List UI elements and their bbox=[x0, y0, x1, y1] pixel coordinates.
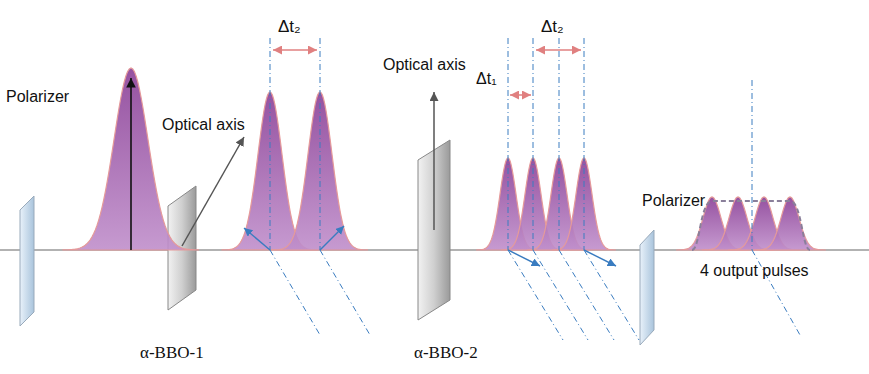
delay-label: Δt₂ bbox=[541, 18, 564, 37]
pulse bbox=[754, 197, 826, 250]
crystal-label: α-BBO-1 bbox=[140, 344, 204, 363]
guide-line bbox=[584, 38, 585, 250]
axis-label: Optical axis bbox=[383, 56, 466, 74]
guide-line bbox=[752, 80, 753, 250]
guide-line bbox=[270, 38, 271, 250]
guide-line bbox=[533, 38, 534, 250]
guide-line bbox=[584, 250, 639, 340]
guide-line bbox=[533, 250, 588, 340]
delay-label: Δt₂ bbox=[278, 18, 301, 37]
guide-line bbox=[270, 250, 320, 335]
guide-line bbox=[320, 38, 321, 250]
guide-line bbox=[508, 250, 563, 340]
component-label: Polarizer bbox=[6, 88, 69, 106]
axis-label: Optical axis bbox=[162, 116, 245, 134]
guide-line bbox=[559, 38, 560, 250]
crystal-label: α-BBO-2 bbox=[414, 344, 478, 363]
guide-line bbox=[320, 250, 370, 335]
pulse bbox=[63, 68, 199, 250]
output-label: 4 output pulses bbox=[700, 262, 809, 280]
guide-line bbox=[559, 250, 614, 340]
component-label: Polarizer bbox=[642, 192, 705, 210]
guide-line bbox=[508, 38, 509, 250]
delay-label: Δt₁ bbox=[476, 70, 497, 88]
